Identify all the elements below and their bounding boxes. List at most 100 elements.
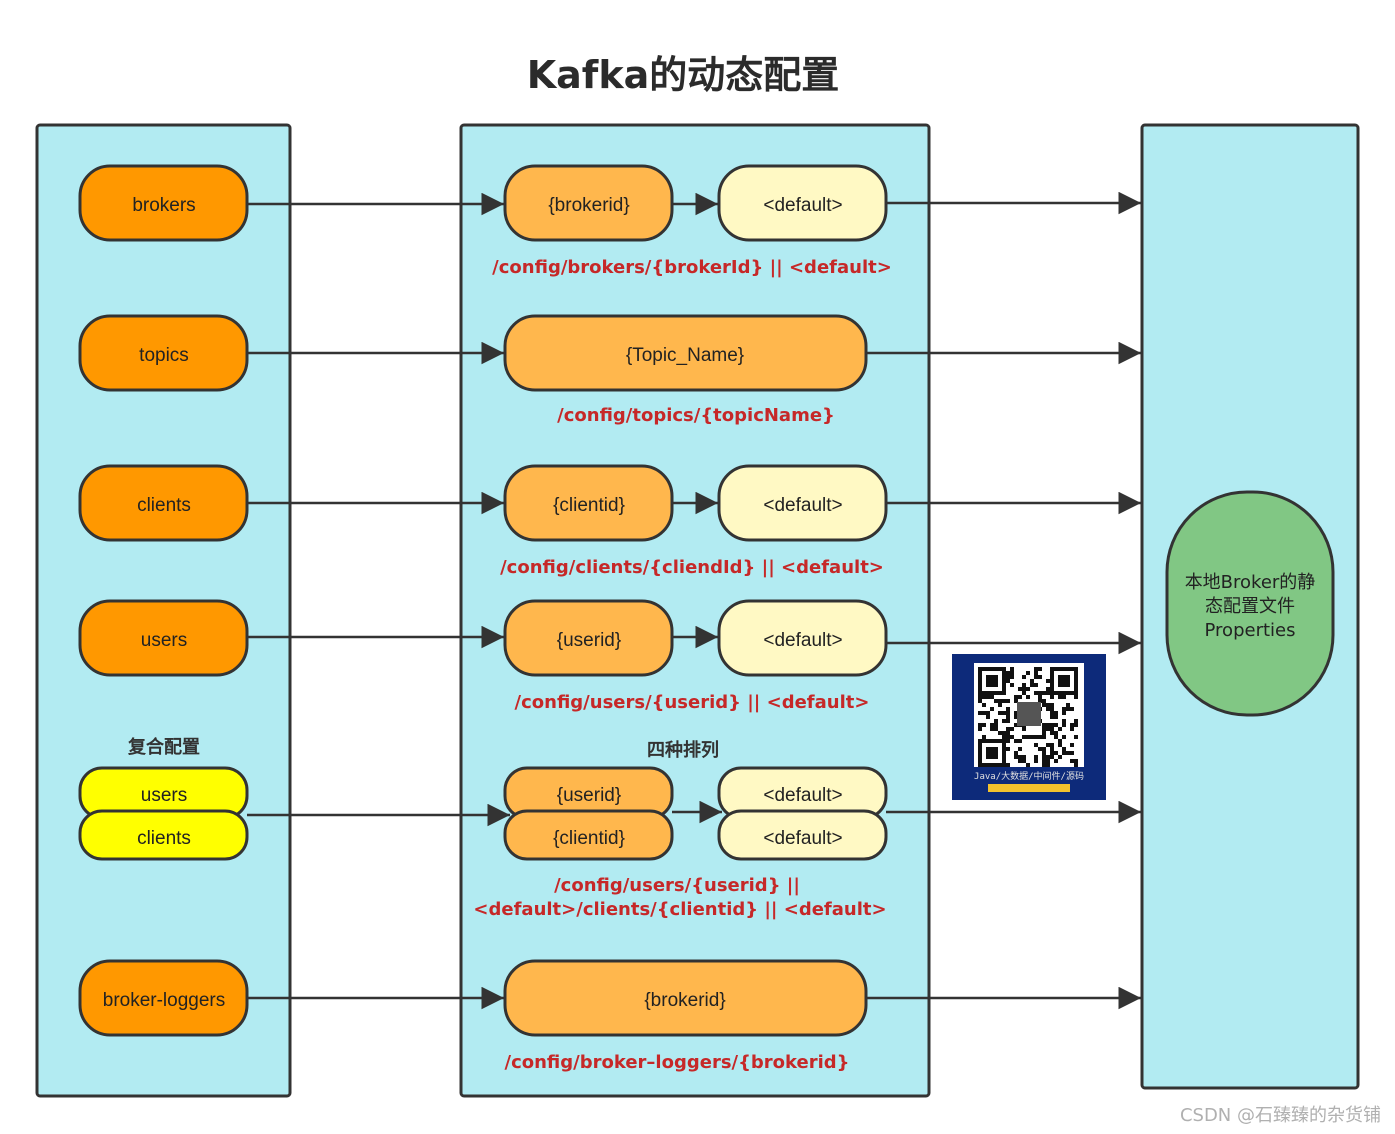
qr-module: [1026, 763, 1030, 767]
qr-module: [1018, 739, 1022, 743]
qr-module: [1034, 735, 1038, 739]
node-composite-clients-label: clients: [137, 828, 191, 849]
node-clients-default[interactable]: <default>: [717, 464, 888, 542]
qr-module: [1046, 679, 1050, 683]
qr-module: [1046, 759, 1050, 763]
qr-module: [1026, 735, 1030, 739]
qr-module: [998, 731, 1002, 735]
qr-module: [1058, 739, 1062, 743]
node-brokers-default[interactable]: <default>: [717, 164, 888, 242]
node-combo-default-2-label: <default>: [763, 828, 842, 849]
qr-module: [1006, 675, 1010, 679]
qr-module: [1002, 699, 1006, 703]
qr-module: [1070, 751, 1074, 755]
local-line3: Properties: [1205, 620, 1296, 641]
node-userid[interactable]: {userid}: [503, 599, 674, 677]
qr-module: [978, 723, 982, 727]
qr-module: [1022, 687, 1026, 691]
diagram-title: Kafka的动态配置: [527, 53, 840, 97]
qr-module: [1042, 699, 1046, 703]
node-combo-userid[interactable]: {userid}: [503, 766, 674, 820]
composite-heading: 复合配置: [127, 736, 200, 758]
qr-module: [1050, 703, 1054, 707]
qr-module: [1058, 755, 1062, 759]
qr-module: [1010, 735, 1014, 739]
qr-module: [1038, 675, 1042, 679]
node-brokerid[interactable]: {brokerid}: [503, 164, 674, 242]
qr-module: [1066, 707, 1070, 711]
qr-module: [990, 695, 994, 699]
qr-module: [1030, 683, 1034, 687]
qr-module: [1062, 735, 1066, 739]
qr-module: [1002, 711, 1006, 715]
qr-module: [978, 699, 982, 703]
qr-finder: [1058, 675, 1070, 687]
qr-module: [1038, 747, 1042, 751]
qr-module: [1050, 751, 1054, 755]
qr-module: [994, 699, 998, 703]
qr-module: [1070, 759, 1074, 763]
qr-module: [1058, 727, 1062, 731]
qr-module: [994, 723, 998, 727]
qr-module: [1042, 735, 1046, 739]
node-combo-userid-label: {userid}: [557, 785, 621, 806]
qr-module: [986, 711, 990, 715]
qr-module: [1074, 719, 1078, 723]
qr-module: [1042, 747, 1046, 751]
qr-module: [1042, 691, 1046, 695]
qr-module: [1062, 695, 1066, 699]
qr-caption: Java/大数据/中间件/源码: [974, 770, 1084, 782]
qr-module: [1038, 735, 1042, 739]
qr-module: [1054, 723, 1058, 727]
node-brokerid-label: {brokerid}: [548, 195, 629, 216]
qr-module: [1050, 715, 1054, 719]
qr-module: [1014, 755, 1018, 759]
node-composite-clients[interactable]: clients: [78, 809, 249, 861]
path-loggers: /config/broker–loggers/{brokerid}: [505, 1052, 850, 1073]
node-brokers[interactable]: brokers: [78, 164, 249, 242]
node-local-properties[interactable]: 本地Broker的静 态配置文件 Properties: [1165, 490, 1335, 717]
qr-module: [1002, 731, 1006, 735]
qr-module: [1050, 723, 1054, 727]
qr-module: [1022, 755, 1026, 759]
path-users: /config/users/{userid} || <default>: [515, 692, 870, 713]
qr-module: [1018, 759, 1022, 763]
qr-module: [1026, 671, 1030, 675]
node-combo-clientid[interactable]: {clientid}: [503, 809, 674, 861]
qr-module: [1054, 735, 1058, 739]
node-users-default[interactable]: <default>: [717, 599, 888, 677]
qr-module: [1042, 763, 1046, 767]
qr-module: [990, 707, 994, 711]
node-users[interactable]: users: [78, 599, 249, 677]
qr-module: [1074, 695, 1078, 699]
node-topic-name[interactable]: {Topic_Name}: [503, 314, 868, 392]
node-logger-brokerid-label: {brokerid}: [644, 990, 725, 1011]
node-composite-users[interactable]: users: [78, 766, 249, 820]
node-broker-loggers[interactable]: broker-loggers: [78, 959, 249, 1037]
node-clientid[interactable]: {clientid}: [503, 464, 674, 542]
qr-module: [1042, 703, 1046, 707]
path-clients: /config/clients/{cliendId} || <default>: [500, 557, 884, 578]
qr-module: [1022, 759, 1026, 763]
node-users-default-label: <default>: [763, 630, 842, 651]
qr-module: [1010, 667, 1014, 671]
node-clients[interactable]: clients: [78, 464, 249, 542]
node-topics[interactable]: topics: [78, 314, 249, 392]
qr-module: [1046, 707, 1050, 711]
qr-module: [1038, 691, 1042, 695]
qr-module: [1018, 687, 1022, 691]
qr-module: [1018, 755, 1022, 759]
qr-module: [1006, 699, 1010, 703]
qr-module: [1014, 699, 1018, 703]
qr-module: [1022, 691, 1026, 695]
node-combo-default-2[interactable]: <default>: [717, 809, 888, 861]
qr-module: [1042, 751, 1046, 755]
qr-module: [1050, 747, 1054, 751]
qr-module: [1010, 727, 1014, 731]
node-logger-brokerid[interactable]: {brokerid}: [503, 959, 868, 1037]
qr-module: [1038, 699, 1042, 703]
qr-module: [1014, 723, 1018, 727]
node-topic-name-label: {Topic_Name}: [626, 345, 744, 366]
node-combo-default-1[interactable]: <default>: [717, 766, 888, 820]
qr-module: [990, 727, 994, 731]
